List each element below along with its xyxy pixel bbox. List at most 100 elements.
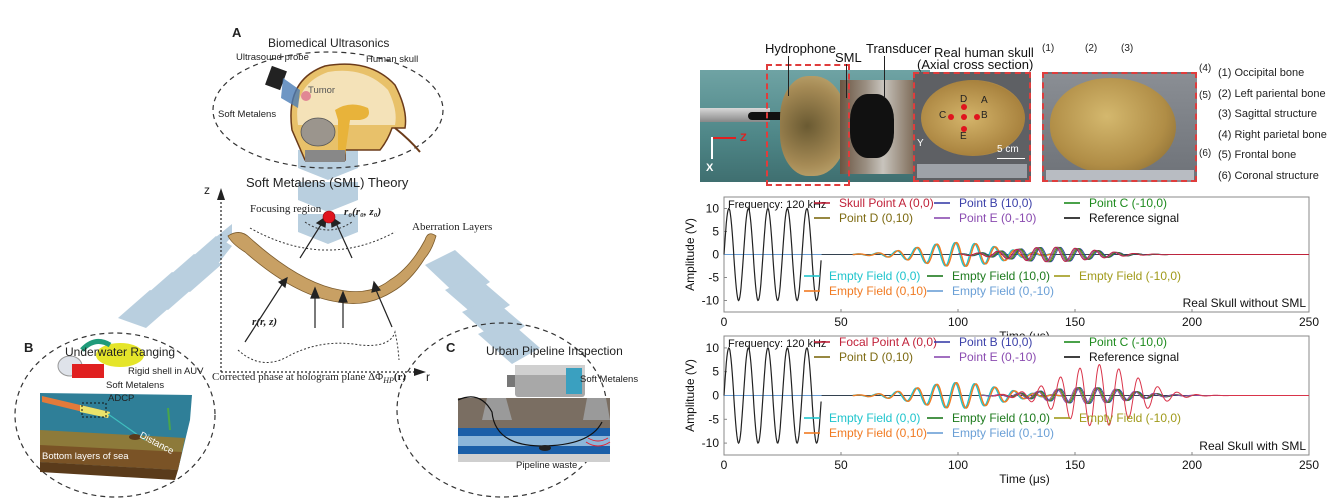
skull-point-d — [961, 104, 967, 110]
series-empty-field-0-10 — [852, 241, 1052, 267]
legend-label: Reference signal — [1089, 350, 1179, 364]
skull-top-bone — [1050, 78, 1176, 174]
label-corrected-phase: Corrected phase at hologram plane ΔΦHP(r… — [212, 371, 406, 385]
x-tick-label: 200 — [1182, 315, 1202, 329]
y-tick-label: -10 — [702, 294, 720, 308]
sea-illustration — [40, 338, 192, 480]
r-axis-arrow-icon — [414, 368, 426, 376]
legend-label: Empty Field (-10,0) — [1079, 269, 1181, 283]
legend-label: Point C (-10,0) — [1089, 196, 1167, 210]
bone-legend-item: (4) Right parietal bone — [1218, 128, 1327, 141]
y-tick-label: -10 — [702, 436, 720, 450]
x-tick-label: 200 — [1182, 458, 1202, 472]
label-soft-metalens-a: Soft Metalens — [218, 109, 277, 120]
label-soft-metalens-c: Soft Metalens — [580, 374, 639, 385]
legend-label: Point D (0,10) — [839, 211, 913, 225]
x-tick-label: 50 — [834, 458, 848, 472]
legend-label: Empty Field (10,0) — [952, 269, 1050, 283]
skull-shell-photo — [780, 76, 848, 176]
corrected-phase-arg: (r) — [393, 371, 407, 383]
x-tick-label: 100 — [948, 315, 968, 329]
legend-label: Empty Field (0,10) — [829, 426, 927, 440]
aberration-layer — [227, 232, 437, 305]
marker-5: (5) — [1199, 90, 1212, 101]
skull-point-b — [974, 114, 980, 120]
skull-top-photo — [1042, 72, 1197, 182]
label-human-skull: Human skull — [366, 54, 419, 65]
photo-row: Z X Hydrophone SML Transducer Real human… — [680, 0, 1344, 190]
hydrophone-pointer — [788, 56, 789, 96]
schematic-graphics — [14, 51, 611, 498]
section-axis-y: Y — [917, 138, 924, 149]
legend-label: Empty Field (0,0) — [829, 269, 920, 283]
label-sml: SML — [835, 50, 862, 65]
theory-title: Soft Metalens (SML) Theory — [246, 175, 409, 190]
label-ultrasound-probe: Ultrasound probe — [236, 52, 309, 63]
ruler — [917, 164, 1027, 178]
hydrophone-tip — [748, 112, 790, 120]
legend-label: Empty Field (-10,0) — [1079, 411, 1181, 425]
x-tick-label: 150 — [1065, 315, 1085, 329]
legend-label: Empty Field (0,-10) — [952, 426, 1054, 440]
label-tumor: Tumor — [308, 85, 336, 96]
series-reference-signal — [723, 207, 822, 302]
ruler-top — [1046, 170, 1194, 180]
legend-label: Empty Field (0,0) — [829, 411, 920, 425]
panel-b-letter: B — [24, 340, 34, 355]
transducer-face — [850, 94, 894, 158]
z-axis-arrow-icon — [217, 188, 225, 200]
skull-point-b-label: B — [981, 110, 988, 121]
y-tick-label: -5 — [708, 271, 719, 285]
legend-label: Point E (0,-10) — [959, 211, 1036, 225]
chevrons-right — [425, 250, 540, 364]
skull-section-title-2: (Axial cross section) — [917, 57, 1034, 72]
label-bottom-layers: Bottom layers of sea — [42, 451, 129, 462]
legend-label: Point B (10,0) — [959, 335, 1032, 349]
legend-label: Point D (0,10) — [839, 350, 913, 364]
transducer-pointer — [884, 56, 885, 98]
x-tick-label: 0 — [721, 458, 728, 472]
label-adcp: ADCP — [108, 393, 135, 404]
x-tick-label: 100 — [948, 458, 968, 472]
skull-point-d-label: D — [960, 94, 968, 105]
frequency-annotation: Frequency: 120 kHz — [728, 338, 826, 350]
chart-title: Real Skull without SML — [1183, 296, 1307, 310]
panel-b-ellipse — [14, 332, 216, 498]
panel-a-letter: A — [232, 25, 242, 40]
chart-title: Real Skull with SML — [1199, 439, 1306, 453]
skull-section-photo: A B C D E 5 cm Y X — [913, 72, 1031, 182]
skull-point-a — [961, 114, 967, 120]
x-axis-label: Time (μs) — [999, 472, 1049, 486]
panel-c-letter: C — [446, 340, 456, 355]
series-empty-field-0-10 — [852, 382, 1064, 409]
series-skull-point-a — [958, 246, 1309, 263]
skull-point-c-label: C — [939, 110, 947, 121]
skull-point-a-label: A — [981, 95, 988, 106]
y-tick-label: 0 — [712, 248, 719, 262]
label-aberration-layers: Aberration Layers — [412, 221, 493, 233]
schematic-figure: A Biomedical Ultrasonics Ultrasound prob… — [14, 25, 639, 498]
skull-point-c — [948, 114, 954, 120]
bone-legend-item: (2) Left pariental bone — [1218, 87, 1326, 100]
skull-point-e-label: E — [960, 131, 967, 142]
y-tick-label: 10 — [706, 341, 720, 355]
corrected-phase-sub: HP — [383, 376, 394, 386]
legend-label: Reference signal — [1089, 211, 1179, 225]
label-position-vector: r(r, z) — [252, 316, 278, 328]
y-tick-label: -5 — [708, 412, 719, 426]
legend-label: Point E (0,-10) — [959, 350, 1036, 364]
frequency-annotation: Frequency: 120 kHz — [728, 199, 826, 211]
bone-legend-item: (5) Frontal bone — [1218, 149, 1297, 161]
setup-axis-z: Z — [740, 132, 747, 144]
label-hydrophone: Hydrophone — [765, 41, 836, 56]
legend-label: Focal Point A (0,0) — [839, 335, 937, 349]
legend-label: Point C (-10,0) — [1089, 335, 1167, 349]
y-axis-label: Amplitude (V) — [683, 218, 697, 291]
setup-axis-x-arrow — [711, 137, 713, 159]
y-tick-label: 0 — [712, 389, 719, 403]
y-axis-label: Amplitude (V) — [683, 359, 697, 432]
chevrons-left — [118, 224, 232, 328]
setup-axis-x: X — [706, 162, 714, 174]
x-tick-label: 0 — [721, 315, 728, 329]
